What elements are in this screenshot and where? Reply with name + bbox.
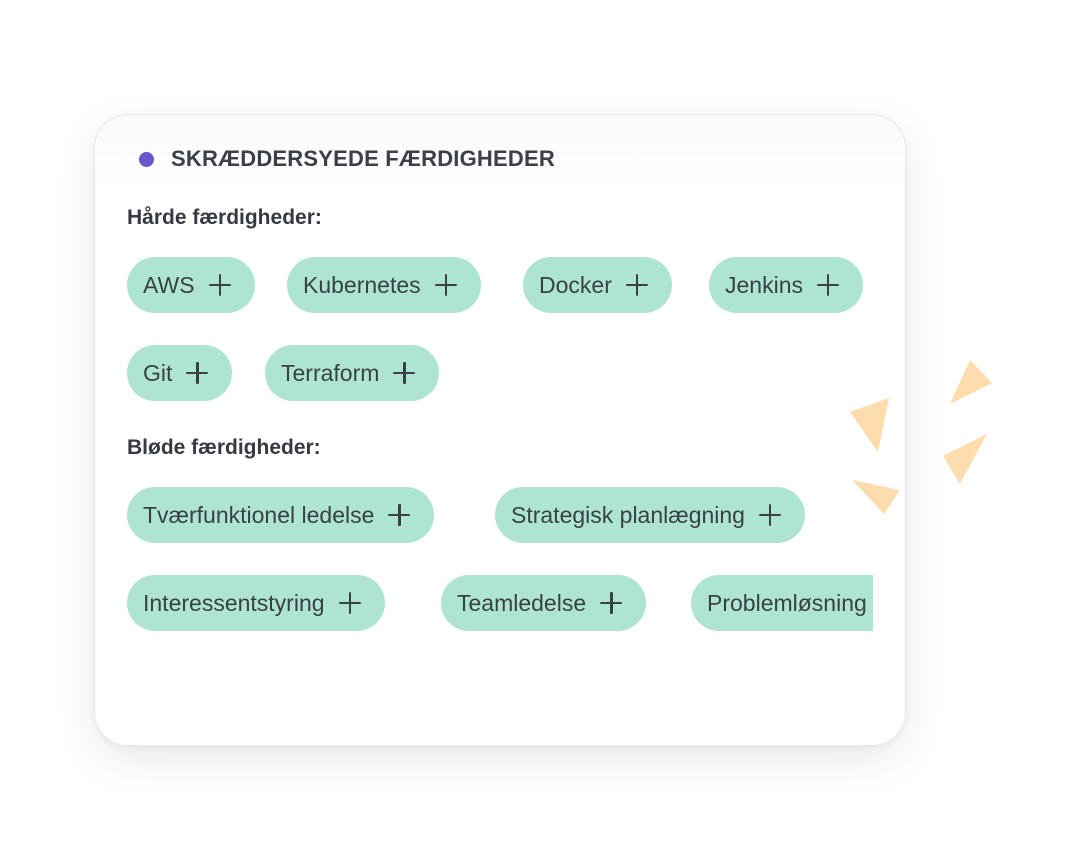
skill-chip-problemloesning[interactable]: Problemløsning	[691, 575, 873, 631]
confetti-triangle	[943, 434, 987, 484]
skill-chip-tvaerfunktionel-ledelse[interactable]: Tværfunktionel ledelse	[127, 487, 435, 543]
chip-label: AWS	[143, 271, 195, 298]
plus-icon	[388, 504, 411, 526]
chip-label: Tværfunktionel ledelse	[143, 501, 375, 528]
skill-chip-terraform[interactable]: Terraform	[265, 345, 440, 401]
plus-icon	[816, 274, 839, 296]
plus-icon	[186, 362, 209, 384]
skill-chip-teamledelse[interactable]: Teamledelse	[441, 575, 647, 631]
chip-area: AWS Kubernetes Docker Jenkins Git Ter	[95, 115, 873, 745]
skill-chip-docker[interactable]: Docker	[523, 257, 672, 313]
plus-icon	[600, 592, 623, 614]
soft-skills-label: Bløde færdigheder:	[127, 436, 321, 459]
plus-icon	[758, 504, 781, 526]
chip-label: Interessentstyring	[143, 589, 325, 616]
confetti-triangle	[852, 480, 900, 514]
chip-label: Teamledelse	[457, 589, 587, 616]
card-title: SKRÆDDERSYEDE FÆRDIGHEDER	[171, 146, 555, 171]
plus-icon	[338, 592, 361, 614]
chip-label: Strategisk planlægning	[511, 501, 745, 528]
chip-label: Git	[143, 359, 173, 386]
skill-chip-strategisk-planlaegning[interactable]: Strategisk planlægning	[495, 487, 805, 543]
confetti-triangle	[950, 360, 992, 404]
plus-icon	[393, 362, 416, 384]
status-dot	[139, 152, 154, 167]
plus-icon	[434, 274, 457, 296]
chip-label: Problemløsning	[707, 589, 867, 616]
skill-chip-jenkins[interactable]: Jenkins	[709, 257, 863, 313]
confetti-triangle	[850, 398, 889, 452]
skill-chip-aws[interactable]: AWS	[127, 257, 255, 313]
chip-label: Kubernetes	[303, 271, 421, 298]
chip-label: Terraform	[281, 359, 380, 386]
skill-chip-git[interactable]: Git	[127, 345, 233, 401]
skill-chip-interessentstyring[interactable]: Interessentstyring	[127, 575, 385, 631]
chip-label: Jenkins	[725, 271, 803, 298]
skill-chip-kubernetes[interactable]: Kubernetes	[287, 257, 481, 313]
plus-icon	[208, 274, 231, 296]
skills-card: SKRÆDDERSYEDE FÆRDIGHEDER Hårde færdighe…	[94, 114, 906, 746]
plus-icon	[625, 274, 648, 296]
hard-skills-label: Hårde færdigheder:	[127, 206, 322, 229]
card-header: SKRÆDDERSYEDE FÆRDIGHEDER	[95, 115, 905, 185]
chip-label: Docker	[539, 271, 612, 298]
